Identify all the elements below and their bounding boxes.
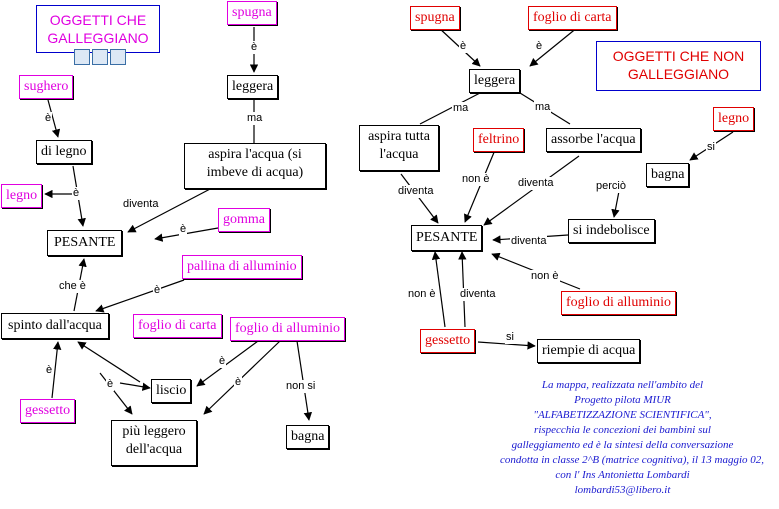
- link-label: perciò: [595, 180, 627, 193]
- node-riempie[interactable]: riempie di acqua: [537, 339, 641, 363]
- note-email[interactable]: lombardi53@libero.it: [574, 484, 671, 496]
- node-foglio-carta-right[interactable]: foglio di carta: [528, 6, 617, 30]
- toolbar-icons: [74, 49, 126, 65]
- title-galleggiano: OGGETTI CHE GALLEGGIANO: [36, 5, 160, 53]
- node-sughero[interactable]: sughero: [19, 75, 74, 99]
- node-legno-left[interactable]: legno: [1, 184, 43, 208]
- link-label: è: [250, 41, 259, 54]
- link-label: è: [106, 378, 115, 391]
- image-icon[interactable]: [74, 49, 90, 65]
- edge: [529, 26, 579, 67]
- edge: [400, 173, 439, 224]
- edge: [95, 279, 185, 313]
- link-label: è: [234, 376, 243, 389]
- link-label: ma: [452, 102, 470, 115]
- note-line: "ALFABETIZZAZIONE SCIENTIFICA",: [533, 409, 712, 421]
- node-spinto-acqua[interactable]: spinto dall'acqua: [1, 313, 109, 339]
- link-label: è: [153, 284, 162, 297]
- node-bagna-left[interactable]: bagna: [286, 425, 330, 449]
- node-foglio-alluminio-right[interactable]: foglio di alluminio: [561, 291, 676, 315]
- node-foglio-alluminio-left[interactable]: foglio di alluminio: [230, 317, 345, 341]
- node-leggera-right[interactable]: leggera: [469, 69, 521, 93]
- link-label: diventa: [510, 235, 548, 248]
- link-label: si: [706, 141, 716, 154]
- link-label: diventa: [122, 198, 160, 211]
- description-note: La mappa, realizzata nell'ambito del Pro…: [500, 378, 765, 498]
- edge: [419, 92, 481, 125]
- edge: [196, 340, 259, 387]
- link-label: diventa: [397, 185, 435, 198]
- title-non-galleggiano: OGGETTI CHE NON GALLEGGIANO: [596, 41, 761, 91]
- edge: [477, 341, 536, 350]
- link-label: è: [72, 187, 81, 200]
- link-label: non si: [285, 380, 317, 393]
- link-label: è: [459, 40, 468, 53]
- link-label: è: [44, 112, 53, 125]
- node-foglio-carta-left[interactable]: foglio di carta: [133, 314, 222, 338]
- node-gessetto-right[interactable]: gessetto: [420, 329, 476, 353]
- note-line: La mappa, realizzata nell'ambito del: [541, 379, 704, 391]
- note-line: condotta in classe 2^B (matrice cognitiv…: [500, 454, 765, 466]
- edge: [77, 341, 141, 383]
- node-aspira-tutta[interactable]: aspira tutta l'acqua: [359, 125, 439, 171]
- node-pesante-left[interactable]: PESANTE: [47, 230, 123, 256]
- link-label: si: [505, 331, 515, 344]
- node-di-legno[interactable]: di legno: [36, 140, 92, 164]
- node-assorbe[interactable]: assorbe l'acqua: [546, 128, 641, 152]
- node-gessetto-left[interactable]: gessetto: [20, 399, 76, 423]
- note-line: con l' Ins Antonietta Lombardi: [555, 469, 690, 481]
- link-label: che è: [58, 280, 87, 293]
- note-line: rispecchia le concezioni dei bambini sul: [534, 424, 711, 436]
- link-label: non è: [530, 270, 560, 283]
- link-label: non è: [461, 173, 491, 186]
- node-spugna-right[interactable]: spugna: [410, 6, 460, 30]
- link-label: è: [179, 223, 188, 236]
- link-label: ma: [246, 112, 264, 125]
- edge: [431, 251, 446, 328]
- link-label: è: [218, 355, 227, 368]
- node-legno-right[interactable]: legno: [713, 107, 755, 131]
- edge: [51, 341, 62, 399]
- node-bagna-right[interactable]: bagna: [646, 163, 690, 187]
- document-icon[interactable]: [92, 49, 108, 65]
- node-pallina-alluminio[interactable]: pallina di alluminio: [182, 255, 302, 279]
- link-label: diventa: [517, 177, 555, 190]
- node-piu-leggero[interactable]: più leggero dell'acqua: [111, 420, 197, 466]
- link-label: ma: [534, 101, 552, 114]
- edge: [464, 149, 496, 223]
- note-line: Progetto pilota MIUR: [574, 394, 671, 406]
- edge: [99, 372, 133, 415]
- link-label: è: [535, 40, 544, 53]
- node-liscio[interactable]: liscio: [151, 379, 192, 403]
- concept-map-icon[interactable]: [110, 49, 126, 65]
- edge: [127, 187, 213, 233]
- edge: [483, 155, 580, 226]
- node-gomma[interactable]: gomma: [218, 208, 270, 232]
- node-feltrino[interactable]: feltrino: [473, 128, 525, 152]
- node-pesante-right[interactable]: PESANTE: [411, 225, 483, 251]
- node-aspira-left[interactable]: aspira l'acqua (si imbeve di acqua): [184, 143, 326, 189]
- link-label: diventa: [459, 288, 497, 301]
- node-indebolisce[interactable]: si indebolisce: [568, 219, 655, 243]
- node-leggera-left[interactable]: leggera: [227, 75, 279, 99]
- link-label: è: [45, 364, 54, 377]
- edge: [47, 99, 61, 138]
- edge: [119, 382, 151, 391]
- note-line: galleggiamento ed è la sintesi della con…: [511, 439, 734, 451]
- link-label: non è: [407, 288, 437, 301]
- node-spugna-left[interactable]: spugna: [227, 1, 277, 25]
